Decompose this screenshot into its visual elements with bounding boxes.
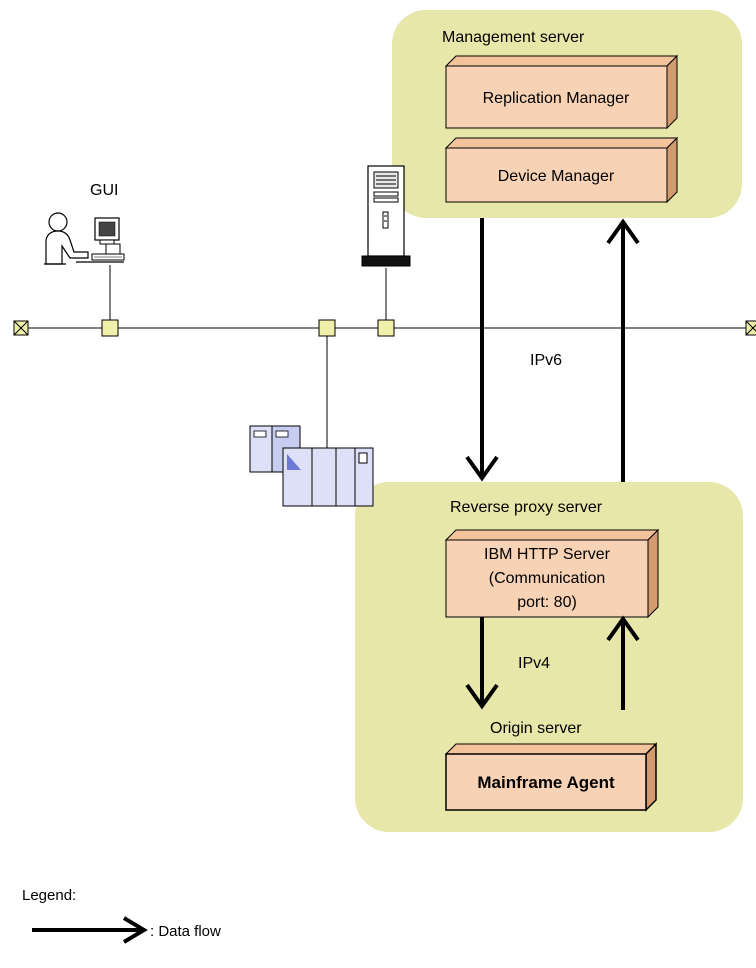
management-server-title: Management server [442,29,585,46]
legend-arrow-icon [32,916,148,944]
gui-user-workstation-icon [44,212,125,265]
ibm-http-server-label-line1: IBM HTTP Server [484,546,611,563]
device-manager-box: Device Manager [444,136,679,204]
network-terminator-left [13,320,29,336]
ipv4-label: IPv4 [518,655,550,672]
ibm-http-server-box: IBM HTTP Server (Communication port: 80) [444,528,660,619]
server-tower-icon [361,165,411,267]
ipv6-label: IPv6 [530,352,562,369]
replication-manager-label: Replication Manager [483,90,630,107]
ibm-http-server-label-line3: port: 80) [517,594,577,611]
legend-title: Legend: [22,887,77,904]
mainframe-agent-label: Mainframe Agent [477,773,615,792]
reverse-proxy-server-title: Reverse proxy server [450,499,603,516]
origin-server-title: Origin server [490,720,582,737]
data-flow-arrow-down-ipv4 [465,617,499,710]
legend-data-flow-label: : Data flow [150,923,221,940]
network-terminator-right [745,320,756,336]
device-manager-label: Device Manager [498,168,615,185]
data-flow-arrow-up-ipv4 [606,615,640,710]
replication-manager-box: Replication Manager [444,54,679,130]
mainframe-agent-box: Mainframe Agent [444,742,658,812]
data-flow-arrow-down-ipv6 [465,218,499,482]
gui-label: GUI [90,182,118,199]
storage-system-icon [249,425,374,507]
ibm-http-server-label-line2: (Communication [489,570,605,587]
storage-network-node [318,319,336,337]
gui-network-node [101,319,119,337]
data-flow-arrow-up-ipv6 [606,218,640,482]
server-network-node [377,319,395,337]
